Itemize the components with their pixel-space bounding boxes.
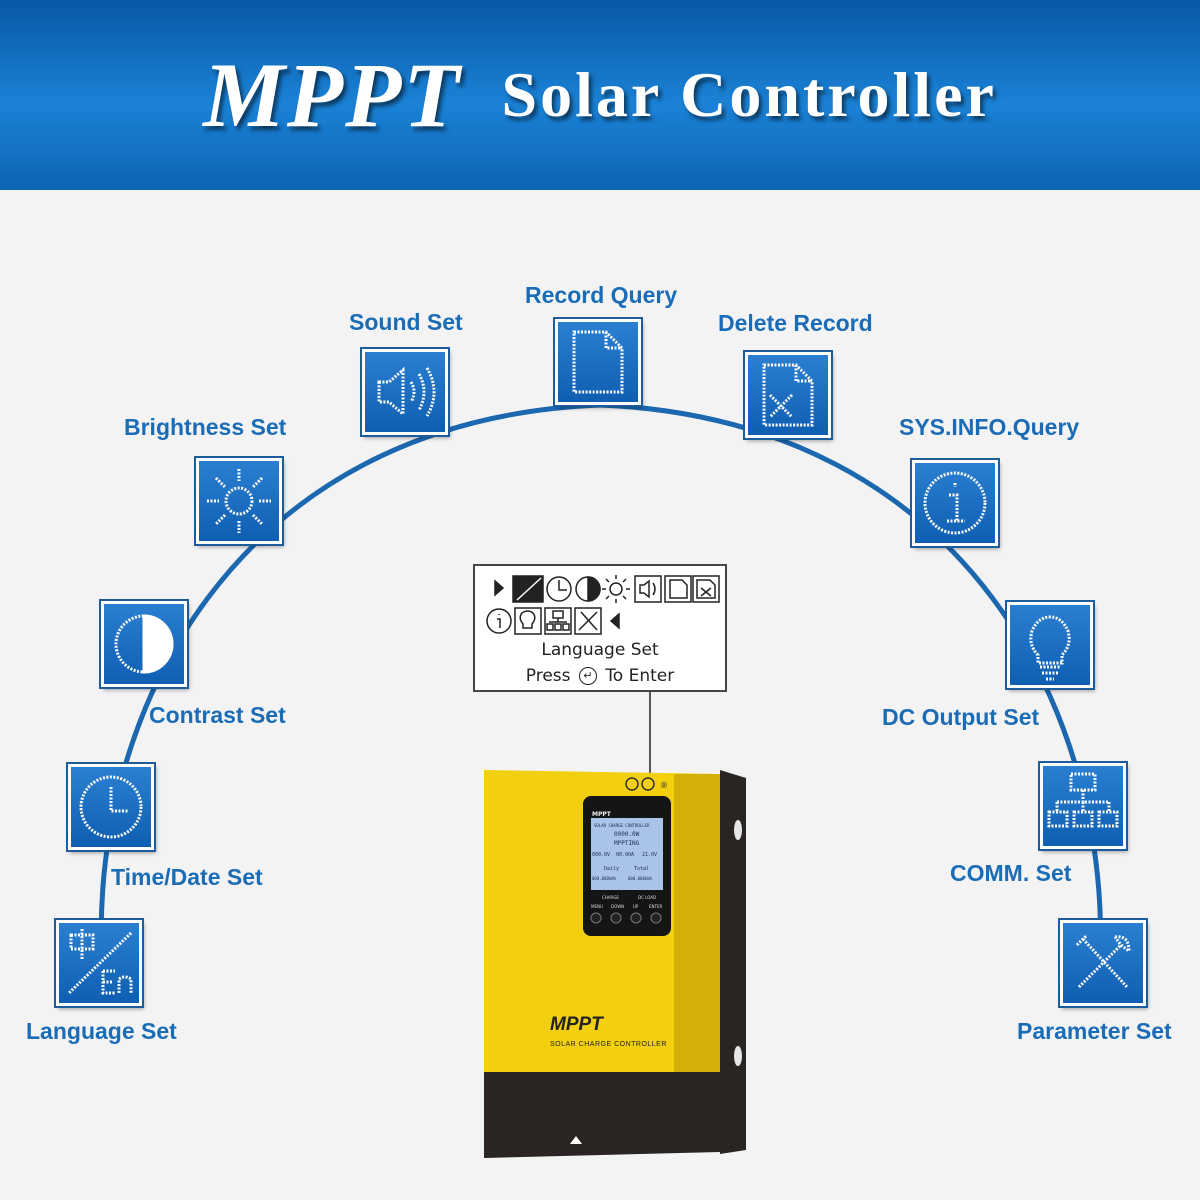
device-brand: MPPT — [550, 1014, 604, 1035]
device-indicator-right: DC LOAD — [638, 895, 656, 900]
device-screen-title: SOLAR CHARGE CONTROLLER — [594, 823, 650, 828]
bulb-icon[interactable] — [1005, 600, 1095, 690]
document-icon[interactable] — [553, 317, 643, 407]
device-screen-current: 00.00A — [616, 852, 634, 858]
enter-key-icon: ↵ — [578, 667, 597, 685]
label-parameter-set: Parameter Set — [1017, 1018, 1172, 1044]
label-dc-output-set: DC Output Set — [882, 704, 1040, 730]
title-main: MPPT — [203, 44, 462, 146]
info-icon[interactable] — [910, 458, 1000, 548]
label-delete-record: Delete Record — [718, 310, 873, 336]
label-sys-info-query: SYS.INFO.Query — [899, 414, 1080, 440]
contrast-icon[interactable] — [99, 599, 189, 689]
label-record-query: Record Query — [525, 282, 678, 308]
label-brightness-set: Brightness Set — [124, 414, 287, 440]
device-screen-bat-voltage: 21.0V — [642, 852, 657, 858]
device-button-enter: ENTER — [649, 904, 662, 909]
device-screen-pv-voltage: 000.0V — [592, 852, 610, 858]
network-icon[interactable] — [1038, 761, 1128, 851]
title-banner: MPPT Solar Controller — [0, 0, 1200, 190]
delete-document-icon[interactable] — [743, 350, 833, 440]
lcd-callout: Language Set Press ↵ To Enter — [473, 564, 727, 692]
device-indicator-left: CHARGE — [602, 895, 619, 900]
label-comm-set: COMM. Set — [950, 860, 1072, 886]
label-contrast-set: Contrast Set — [149, 702, 286, 728]
device-screen-daily-label: Daily — [604, 866, 619, 872]
device-button-down: DOWN — [611, 904, 624, 909]
label-language-set: Language Set — [26, 1018, 177, 1044]
device-screen-mode: MPPTING — [614, 840, 640, 847]
language-icon[interactable] — [54, 918, 144, 1008]
device-screen-power: 0000.0W — [614, 831, 640, 838]
lcd-title: Language Set — [541, 640, 659, 660]
device-subtitle: SOLAR CHARGE CONTROLLER — [550, 1041, 667, 1048]
lcd-hint-enter: To Enter — [605, 666, 675, 686]
sun-icon[interactable] — [194, 456, 284, 546]
tools-icon[interactable] — [1058, 918, 1148, 1008]
speaker-icon[interactable] — [360, 347, 450, 437]
mppt-controller-device: ® CHARGE DC LOAD MENU DOWN UP ENTER MPPT… — [470, 760, 750, 1170]
device-screen-total-label: Total — [634, 866, 649, 872]
label-sound-set: Sound Set — [349, 309, 463, 335]
device-screen-daily-value: 000.000kWh — [592, 876, 617, 881]
title-sub: Solar Controller — [501, 59, 997, 130]
label-time-date-set: Time/Date Set — [111, 864, 263, 890]
lcd-icon-strip — [486, 575, 720, 635]
device-button-up: UP — [633, 904, 639, 909]
device-button-menu: MENU — [591, 904, 603, 909]
device-screen-total-value: 000.000kWh — [628, 876, 653, 881]
svg-text:®: ® — [660, 781, 668, 790]
clock-icon[interactable] — [66, 762, 156, 852]
device-screen-brand: MPPT — [592, 811, 612, 818]
lcd-hint-press: Press — [525, 666, 571, 686]
lcd-hint: Press ↵ To Enter — [475, 666, 725, 686]
